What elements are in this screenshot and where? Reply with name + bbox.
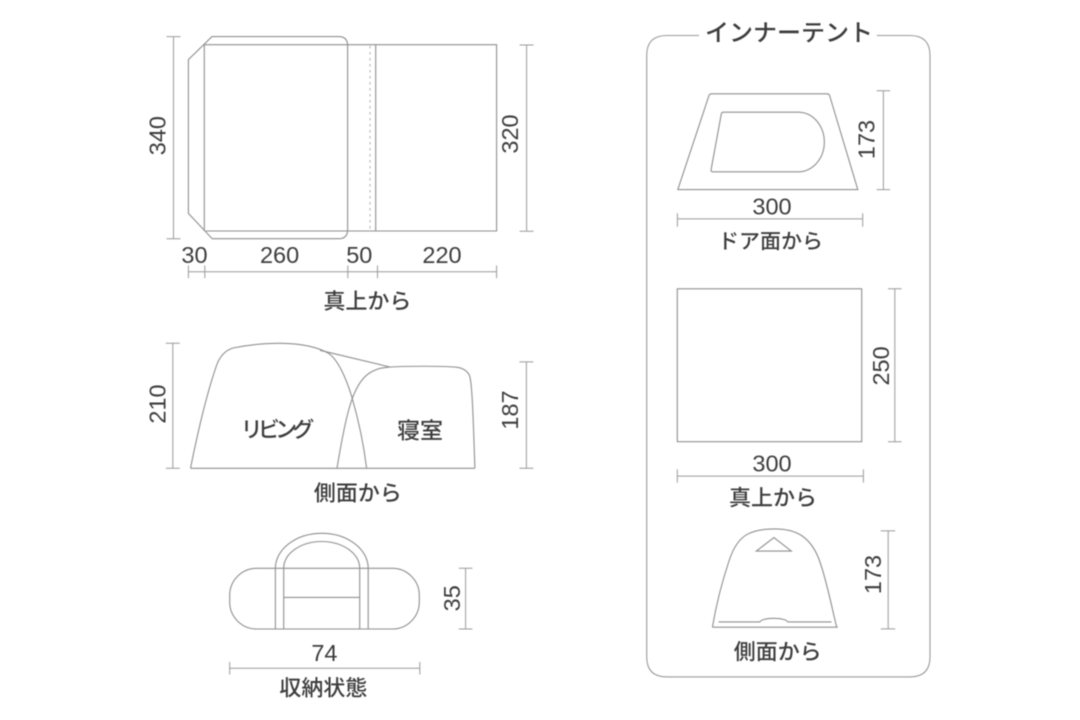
svg-text:50: 50 xyxy=(346,242,372,268)
svg-text:210: 210 xyxy=(145,384,171,423)
svg-text:30: 30 xyxy=(181,242,207,268)
svg-text:320: 320 xyxy=(497,114,523,153)
svg-text:300: 300 xyxy=(752,193,791,219)
svg-text:220: 220 xyxy=(422,242,461,268)
svg-text:173: 173 xyxy=(854,120,880,159)
svg-text:187: 187 xyxy=(497,390,523,429)
svg-text:74: 74 xyxy=(311,640,337,666)
svg-text:340: 340 xyxy=(145,116,171,155)
svg-text:173: 173 xyxy=(860,555,886,594)
svg-text:260: 260 xyxy=(260,242,299,268)
svg-text:250: 250 xyxy=(868,346,894,385)
svg-text:35: 35 xyxy=(439,585,465,611)
svg-text:300: 300 xyxy=(752,451,791,477)
